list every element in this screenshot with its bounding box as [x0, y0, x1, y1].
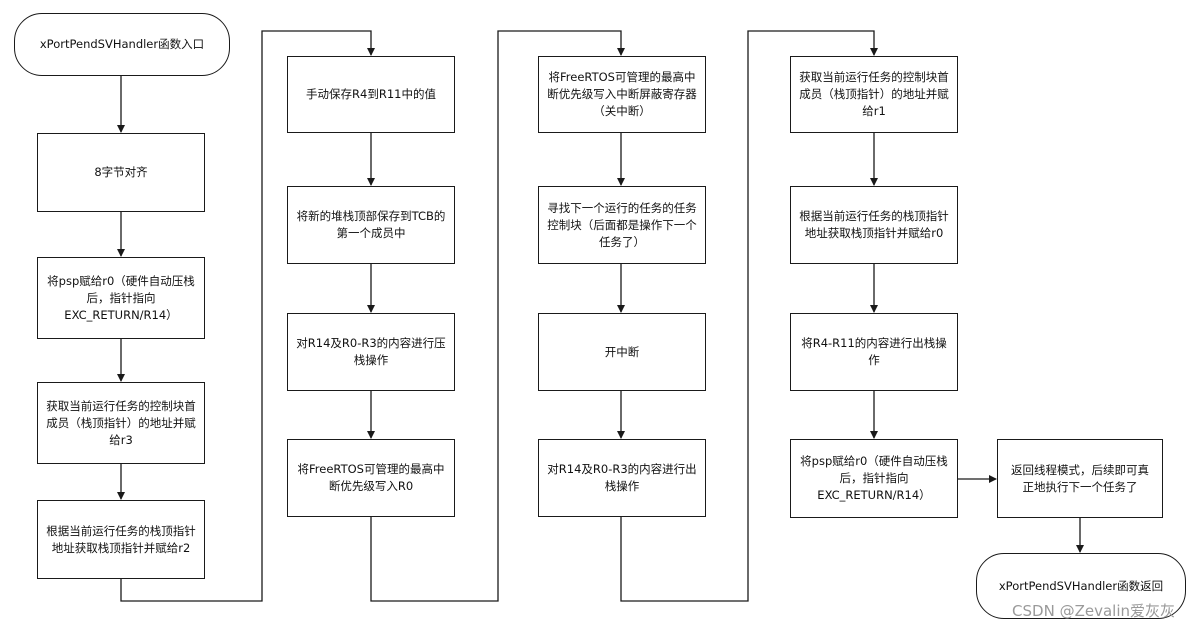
arrow-col3-to-col4 [620, 30, 878, 602]
step-get-top-r0: 根据当前运行任务的栈顶指针地址获取栈顶指针并赋给r0 [790, 186, 958, 264]
start-terminal: xPortPendSVHandler函数入口 [14, 13, 230, 76]
step-store-top-tcb: 将新的堆栈顶部保存到TCB的第一个成员中 [287, 186, 455, 264]
step-save-r4-r11: 手动保存R4到R11中的值 [287, 56, 455, 133]
step-enable-interrupts: 开中断 [538, 313, 706, 391]
arrow-col1-to-col2 [120, 30, 375, 602]
step-get-tcb-r3: 获取当前运行任务的控制块首成员（栈顶指针）的地址并赋给r3 [37, 382, 205, 464]
step-pop-r4-r11: 将R4-R11的内容进行出栈操作 [790, 313, 958, 391]
step-push-r14-r0-r3: 对R14及R0-R3的内容进行压栈操作 [287, 313, 455, 391]
watermark: CSDN @Zevalin爱灰灰 [1012, 602, 1175, 620]
step-mask-interrupts: 将FreeRTOS可管理的最高中断优先级写入中断屏蔽寄存器（关中断） [538, 56, 706, 133]
step-8byte-align: 8字节对齐 [37, 133, 205, 212]
end-terminal: xPortPendSVHandler函数返回 [976, 553, 1186, 619]
step-psp-to-r0: 将psp赋给r0（硬件自动压栈后，指针指向EXC_RETURN/R14） [37, 257, 205, 339]
step-return-thread-mode: 返回线程模式，后续即可真正地执行下一个任务了 [997, 439, 1163, 518]
step-get-tcb-r1: 获取当前运行任务的控制块首成员（栈顶指针）的地址并赋给r1 [790, 56, 958, 133]
step-write-basepri-r0: 将FreeRTOS可管理的最高中断优先级写入R0 [287, 439, 455, 517]
step-pop-r14-r0-r3: 对R14及R0-R3的内容进行出栈操作 [538, 439, 706, 517]
step-psp-to-r0-c4: 将psp赋给r0（硬件自动压栈后，指针指向EXC_RETURN/R14） [790, 439, 958, 518]
step-get-top-r2: 根据当前运行任务的栈顶指针地址获取栈顶指针并赋给r2 [37, 500, 205, 579]
arrow-col2-to-col3 [370, 30, 625, 602]
step-find-next-tcb: 寻找下一个运行的任务的任务控制块（后面都是操作下一个任务了） [538, 186, 706, 264]
